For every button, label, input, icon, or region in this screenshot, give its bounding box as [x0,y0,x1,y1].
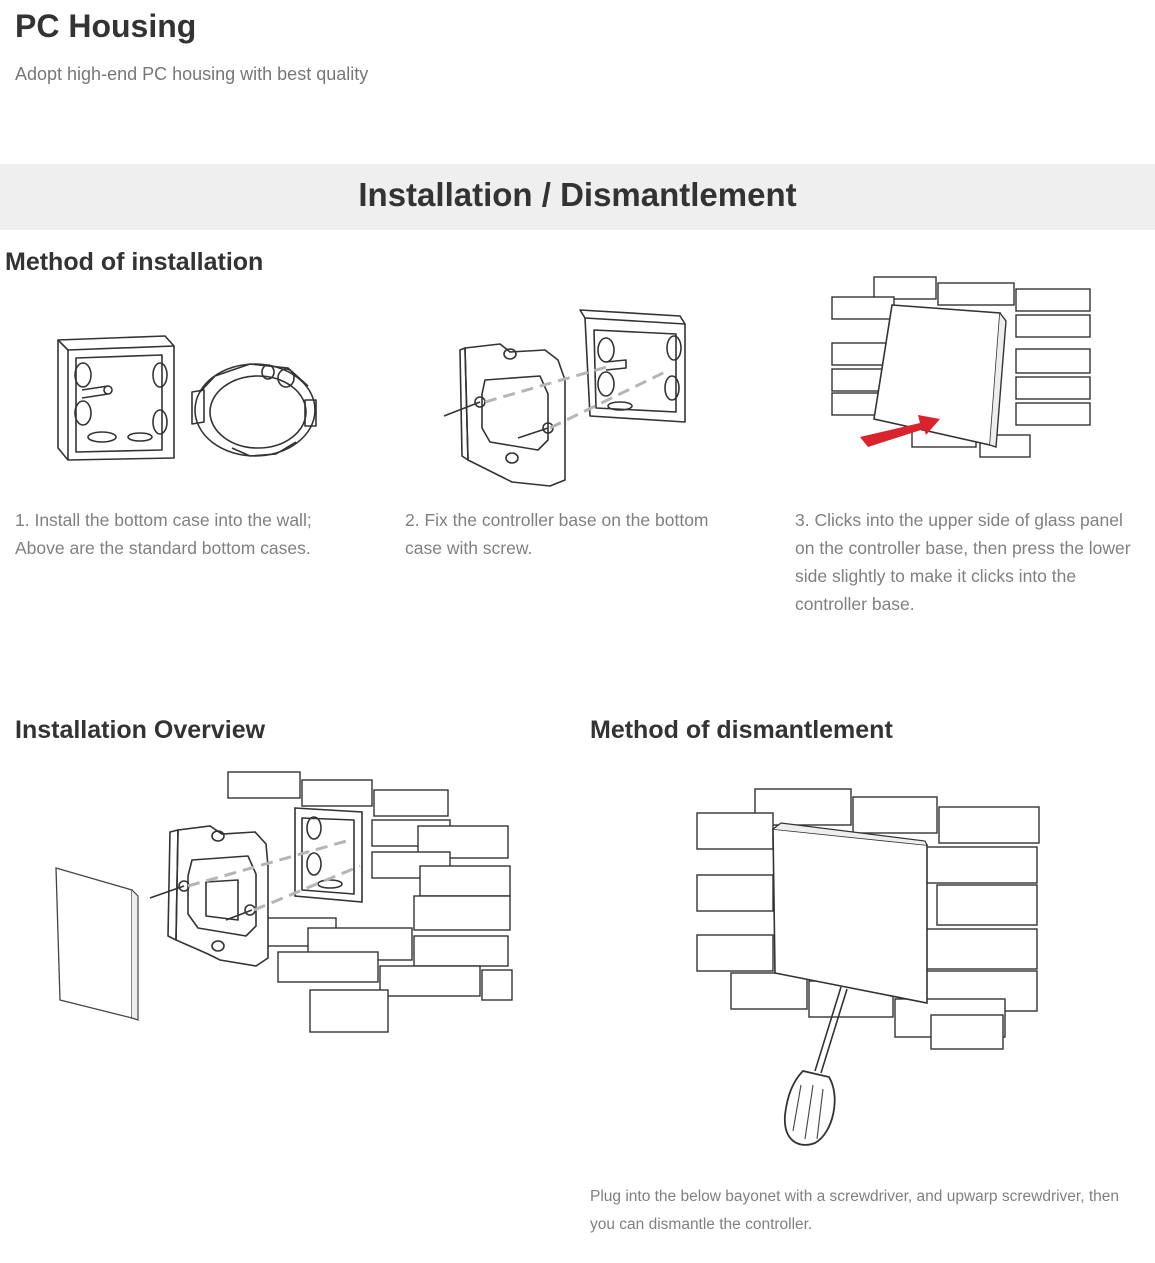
dismantlement-heading: Method of dismantlement [590,716,893,744]
install-step-1: 1. Install the bottom case into the wall… [15,510,312,558]
bottom-box-illustration [57,335,317,461]
install-step-3: 3. Clicks into the upper side of glass p… [795,510,1131,614]
page-subtitle: Adopt high-end PC housing with best qual… [15,64,369,84]
dismantlement-note: Plug into the below bayonet with a screw… [590,1188,1120,1233]
installation-heading: Method of installation [5,248,264,276]
panel-click-illustration [831,276,1091,458]
installation-overview-illustration [55,771,513,1033]
banner-title: Installation / Dismantlement [358,176,797,213]
page-title: PC Housing [15,8,197,44]
screwdriver-illustration [696,788,1040,1146]
overview-heading: Installation Overview [15,716,266,744]
install-step-2: 2. Fix the controller base on the bottom… [405,510,709,558]
section-banner: Installation / Dismantlement [0,164,1155,230]
controller-base-illustration [443,309,686,487]
